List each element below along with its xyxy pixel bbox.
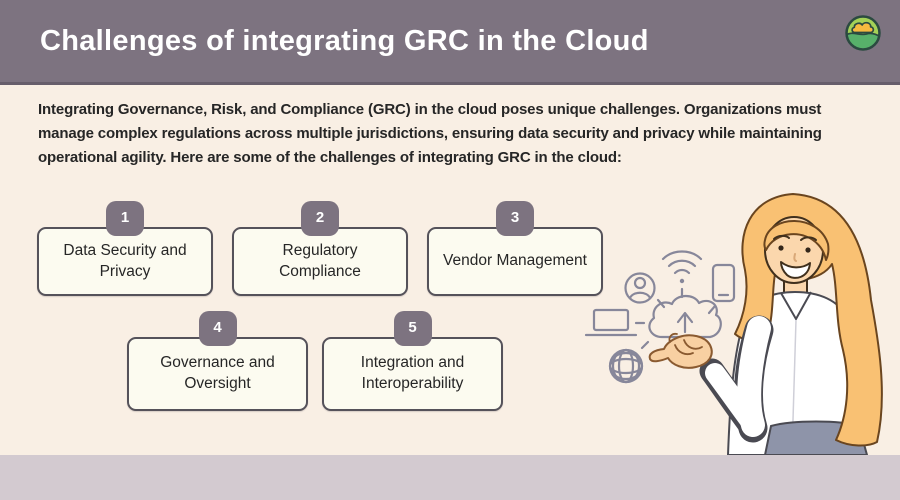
footer-bar <box>0 455 900 500</box>
challenge-label: Data Security and Privacy <box>63 241 187 280</box>
challenge-card-4: 4 Governance and Oversight <box>127 311 308 411</box>
woman-figure <box>648 193 883 455</box>
header-bar: Challenges of integrating GRC in the Clo… <box>0 0 900 85</box>
left-eye <box>778 245 784 251</box>
globe-icon <box>608 348 644 384</box>
page-title: Challenges of integrating GRC in the Clo… <box>40 24 649 57</box>
challenge-number-badge: 1 <box>106 201 144 236</box>
challenge-label: Integration and Interoperability <box>360 354 465 392</box>
challenge-card-3: 3 Vendor Management <box>427 201 603 296</box>
challenge-number-badge: 3 <box>496 201 534 236</box>
right-eye <box>805 247 811 253</box>
eyebrows <box>773 234 817 241</box>
collar <box>780 291 812 322</box>
challenge-label: Governance and Oversight <box>160 354 275 392</box>
connector-dashes <box>634 287 717 350</box>
challenge-number-badge: 5 <box>393 311 432 346</box>
pointing-hand <box>648 332 713 369</box>
challenge-card-5: 5 Integration and Interoperability <box>322 311 503 411</box>
challenge-label: Vendor Management <box>443 252 587 270</box>
hair-fringe <box>763 220 830 261</box>
challenge-card-1: 1 Data Security and Privacy <box>37 201 213 296</box>
arm <box>699 315 774 443</box>
nose <box>793 253 797 262</box>
intro-paragraph: Integrating Governance, Risk, and Compli… <box>38 101 822 166</box>
smile-mouth <box>780 261 811 279</box>
challenge-label: Regulatory Compliance <box>279 241 361 280</box>
challenge-number-badge: 2 <box>301 201 339 236</box>
challenge-card-2: 2 Regulatory Compliance <box>232 201 408 296</box>
laptop-icon <box>584 308 638 337</box>
woman-cloud-illustration <box>584 193 883 455</box>
cloud-upload-icon <box>648 294 722 339</box>
user-icon <box>624 272 656 304</box>
cloud-over-hills-logo-icon <box>845 15 881 51</box>
challenge-number-badge: 4 <box>198 311 237 346</box>
wifi-icon <box>661 250 703 284</box>
smartphone-icon <box>711 263 736 303</box>
